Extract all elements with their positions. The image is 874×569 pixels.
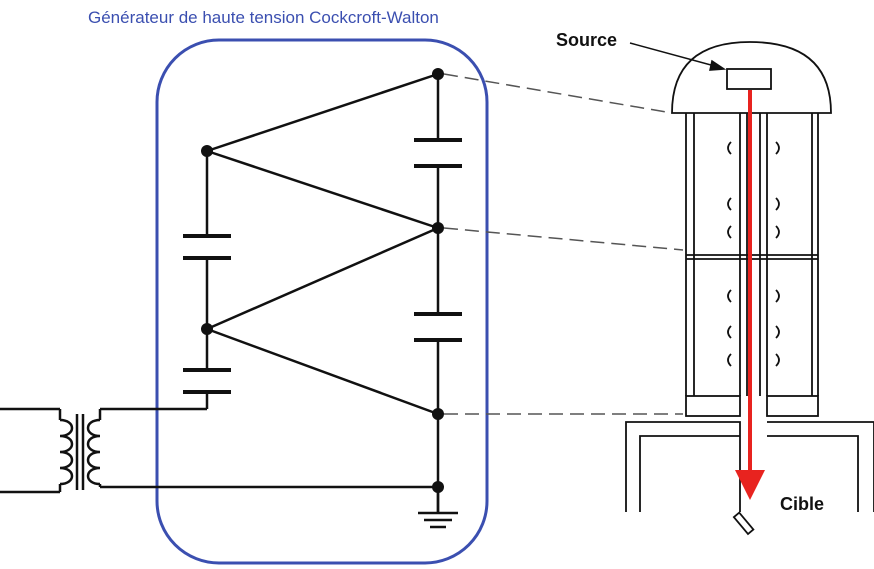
accelerator-column <box>625 41 874 536</box>
capacitor-right-top <box>414 138 462 168</box>
diagram-title: Générateur de haute tension Cockcroft-Wa… <box>88 8 439 27</box>
target <box>732 511 755 536</box>
nodes <box>201 68 444 493</box>
source-label: Source <box>556 30 618 50</box>
target-label: Cible <box>780 494 825 514</box>
ion-beam <box>735 90 765 500</box>
capacitor-right-middle <box>414 312 462 342</box>
support-base <box>625 421 874 512</box>
source-pointer-arrow <box>629 42 727 71</box>
ion-source <box>726 68 772 90</box>
capacitor-left-bottom <box>183 368 231 394</box>
ladder-circuit <box>110 72 440 512</box>
capacitors <box>183 138 462 394</box>
dashed-connectors <box>443 73 684 415</box>
capacitor-left-top <box>183 234 231 260</box>
generator-frame <box>155 38 489 565</box>
ground-icon <box>418 487 458 529</box>
transformer-icon <box>0 407 110 494</box>
